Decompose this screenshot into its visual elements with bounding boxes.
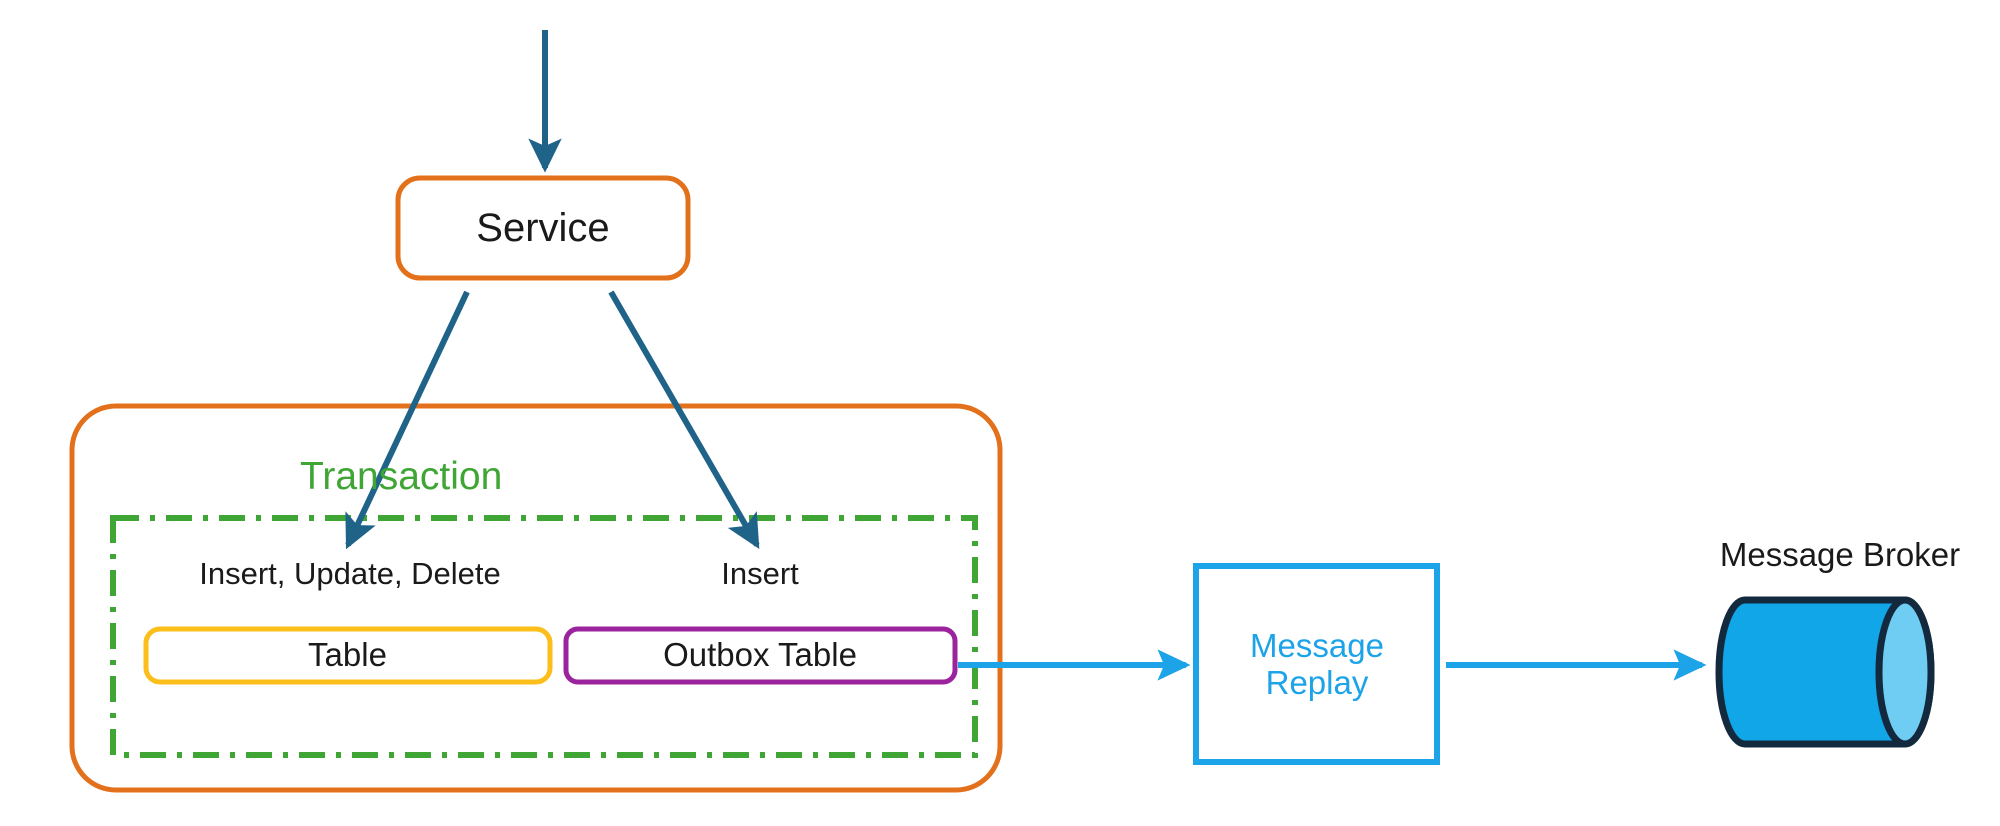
service-to-table-arrow <box>345 290 470 550</box>
insert-label: Insert <box>721 555 799 591</box>
outbox-table-label: Outbox Table <box>663 635 857 673</box>
outbox-table-box[interactable] <box>563 626 958 685</box>
service-to-outbox-arrow <box>608 290 760 550</box>
transaction-label: Transaction <box>300 455 503 499</box>
message-broker-label: Message Broker <box>1719 535 1961 573</box>
service-box[interactable] <box>395 175 691 281</box>
message-broker-cylinder[interactable] <box>1715 596 1935 748</box>
transaction-boundary-box <box>69 403 1003 793</box>
service-label: Service <box>476 205 610 250</box>
table-label: Table <box>308 635 387 673</box>
table-box[interactable] <box>143 626 553 685</box>
message-replay-box[interactable] <box>1193 563 1440 765</box>
message-replay-label: Message Replay <box>1250 627 1384 701</box>
transaction-dashed-box <box>110 515 978 758</box>
insert-update-delete-label: Insert, Update, Delete <box>199 555 501 591</box>
